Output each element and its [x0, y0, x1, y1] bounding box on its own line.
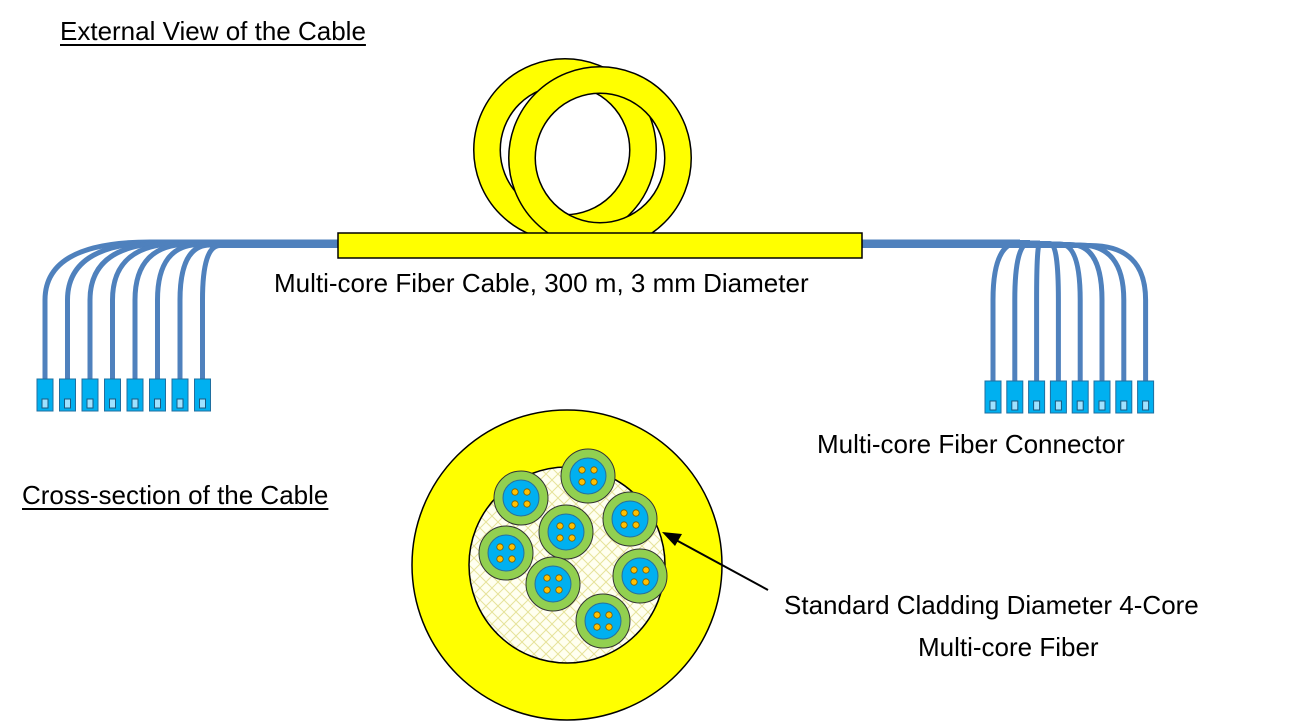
- connector: [1093, 380, 1111, 414]
- left-fiber-leads: [42, 239, 341, 383]
- connector: [194, 378, 211, 412]
- cable-cross-section: [411, 409, 723, 721]
- fiber: [478, 525, 534, 581]
- external-view-heading: External View of the Cable: [60, 16, 366, 46]
- fiber-lead: [200, 243, 341, 383]
- fiber-label-line1: Standard Cladding Diameter 4-Core: [784, 590, 1199, 620]
- fiber-lead: [859, 241, 1061, 385]
- fiber-core: [630, 578, 638, 586]
- fiber-lead: [859, 243, 1149, 385]
- fiber-core-region: [487, 534, 525, 572]
- connector: [1071, 380, 1089, 414]
- fiber-core-region: [584, 602, 622, 640]
- cable-label: Multi-core Fiber Cable, 300 m, 3 mm Diam…: [274, 268, 809, 298]
- cross-section-heading: Cross-section of the Cable: [22, 480, 329, 510]
- fiber-core: [568, 522, 576, 530]
- connector: [149, 378, 166, 412]
- fiber: [602, 491, 658, 547]
- fiber-label-line2: Multi-core Fiber: [918, 632, 1099, 662]
- fiber-lead: [859, 240, 1031, 385]
- fiber-core: [555, 586, 563, 594]
- fiber-core: [508, 555, 516, 563]
- right-fiber-leads: [859, 239, 1149, 385]
- fiber-core: [568, 534, 576, 542]
- fiber-core-region: [534, 565, 572, 603]
- cable-body: [337, 232, 863, 259]
- fiber-core: [605, 611, 613, 619]
- connector: [36, 378, 54, 412]
- fiber-core: [508, 543, 516, 551]
- fiber-lead: [155, 242, 341, 383]
- fiber: [493, 470, 549, 526]
- fiber-lead: [177, 242, 341, 383]
- fiber-core: [605, 623, 613, 631]
- fiber-core: [543, 586, 551, 594]
- fiber-callout-arrow: [662, 532, 769, 591]
- connector: [104, 378, 121, 412]
- fiber-core: [632, 509, 640, 517]
- fiber-core: [620, 509, 628, 517]
- fiber-core: [511, 488, 519, 496]
- connector-label: Multi-core Fiber Connector: [817, 429, 1125, 459]
- fiber-core: [578, 478, 586, 486]
- fiber-core-region: [611, 500, 649, 538]
- fiber: [560, 448, 616, 504]
- fiber-lead: [859, 242, 1105, 385]
- connector: [1115, 380, 1133, 414]
- fiber-core: [620, 521, 628, 529]
- left-connectors: [36, 378, 211, 412]
- connector: [984, 380, 1002, 414]
- fiber-core-region: [569, 457, 607, 495]
- fiber-core: [642, 566, 650, 574]
- arrow-head: [662, 532, 682, 546]
- fiber-core: [496, 543, 504, 551]
- fiber-core: [590, 466, 598, 474]
- fiber-core-region: [502, 479, 540, 517]
- fiber: [612, 548, 668, 604]
- cable-coil: [473, 58, 692, 250]
- fiber-core: [630, 566, 638, 574]
- right-connectors: [984, 380, 1155, 414]
- connector: [81, 378, 99, 412]
- fiber-core-region: [547, 513, 585, 551]
- connector: [171, 378, 189, 412]
- fiber: [538, 504, 594, 560]
- fiber-lead: [87, 240, 341, 383]
- fiber-core: [511, 500, 519, 508]
- fiber-core: [555, 574, 563, 582]
- connector: [126, 378, 144, 412]
- fiber-core: [590, 478, 598, 486]
- connector: [1028, 380, 1046, 414]
- fiber: [575, 593, 631, 649]
- fiber-core: [523, 500, 531, 508]
- fiber-core: [523, 488, 531, 496]
- fiber-core: [593, 623, 601, 631]
- connector: [1049, 380, 1067, 414]
- fiber-core-region: [621, 557, 659, 595]
- fiber-core: [496, 555, 504, 563]
- connector: [59, 378, 76, 412]
- cable-jacket: [337, 232, 863, 259]
- fiber: [525, 556, 581, 612]
- fiber-core: [632, 521, 640, 529]
- fiber-core: [543, 574, 551, 582]
- fiber-core: [578, 466, 586, 474]
- fiber-core: [556, 522, 564, 530]
- arrow-shaft: [675, 539, 769, 591]
- connector: [1006, 380, 1024, 414]
- fiber-lead: [859, 241, 1083, 385]
- fiber-core: [642, 578, 650, 586]
- fiber-core: [556, 534, 564, 542]
- fiber-core: [593, 611, 601, 619]
- connector: [1137, 380, 1155, 414]
- fiber-lead: [859, 239, 1021, 385]
